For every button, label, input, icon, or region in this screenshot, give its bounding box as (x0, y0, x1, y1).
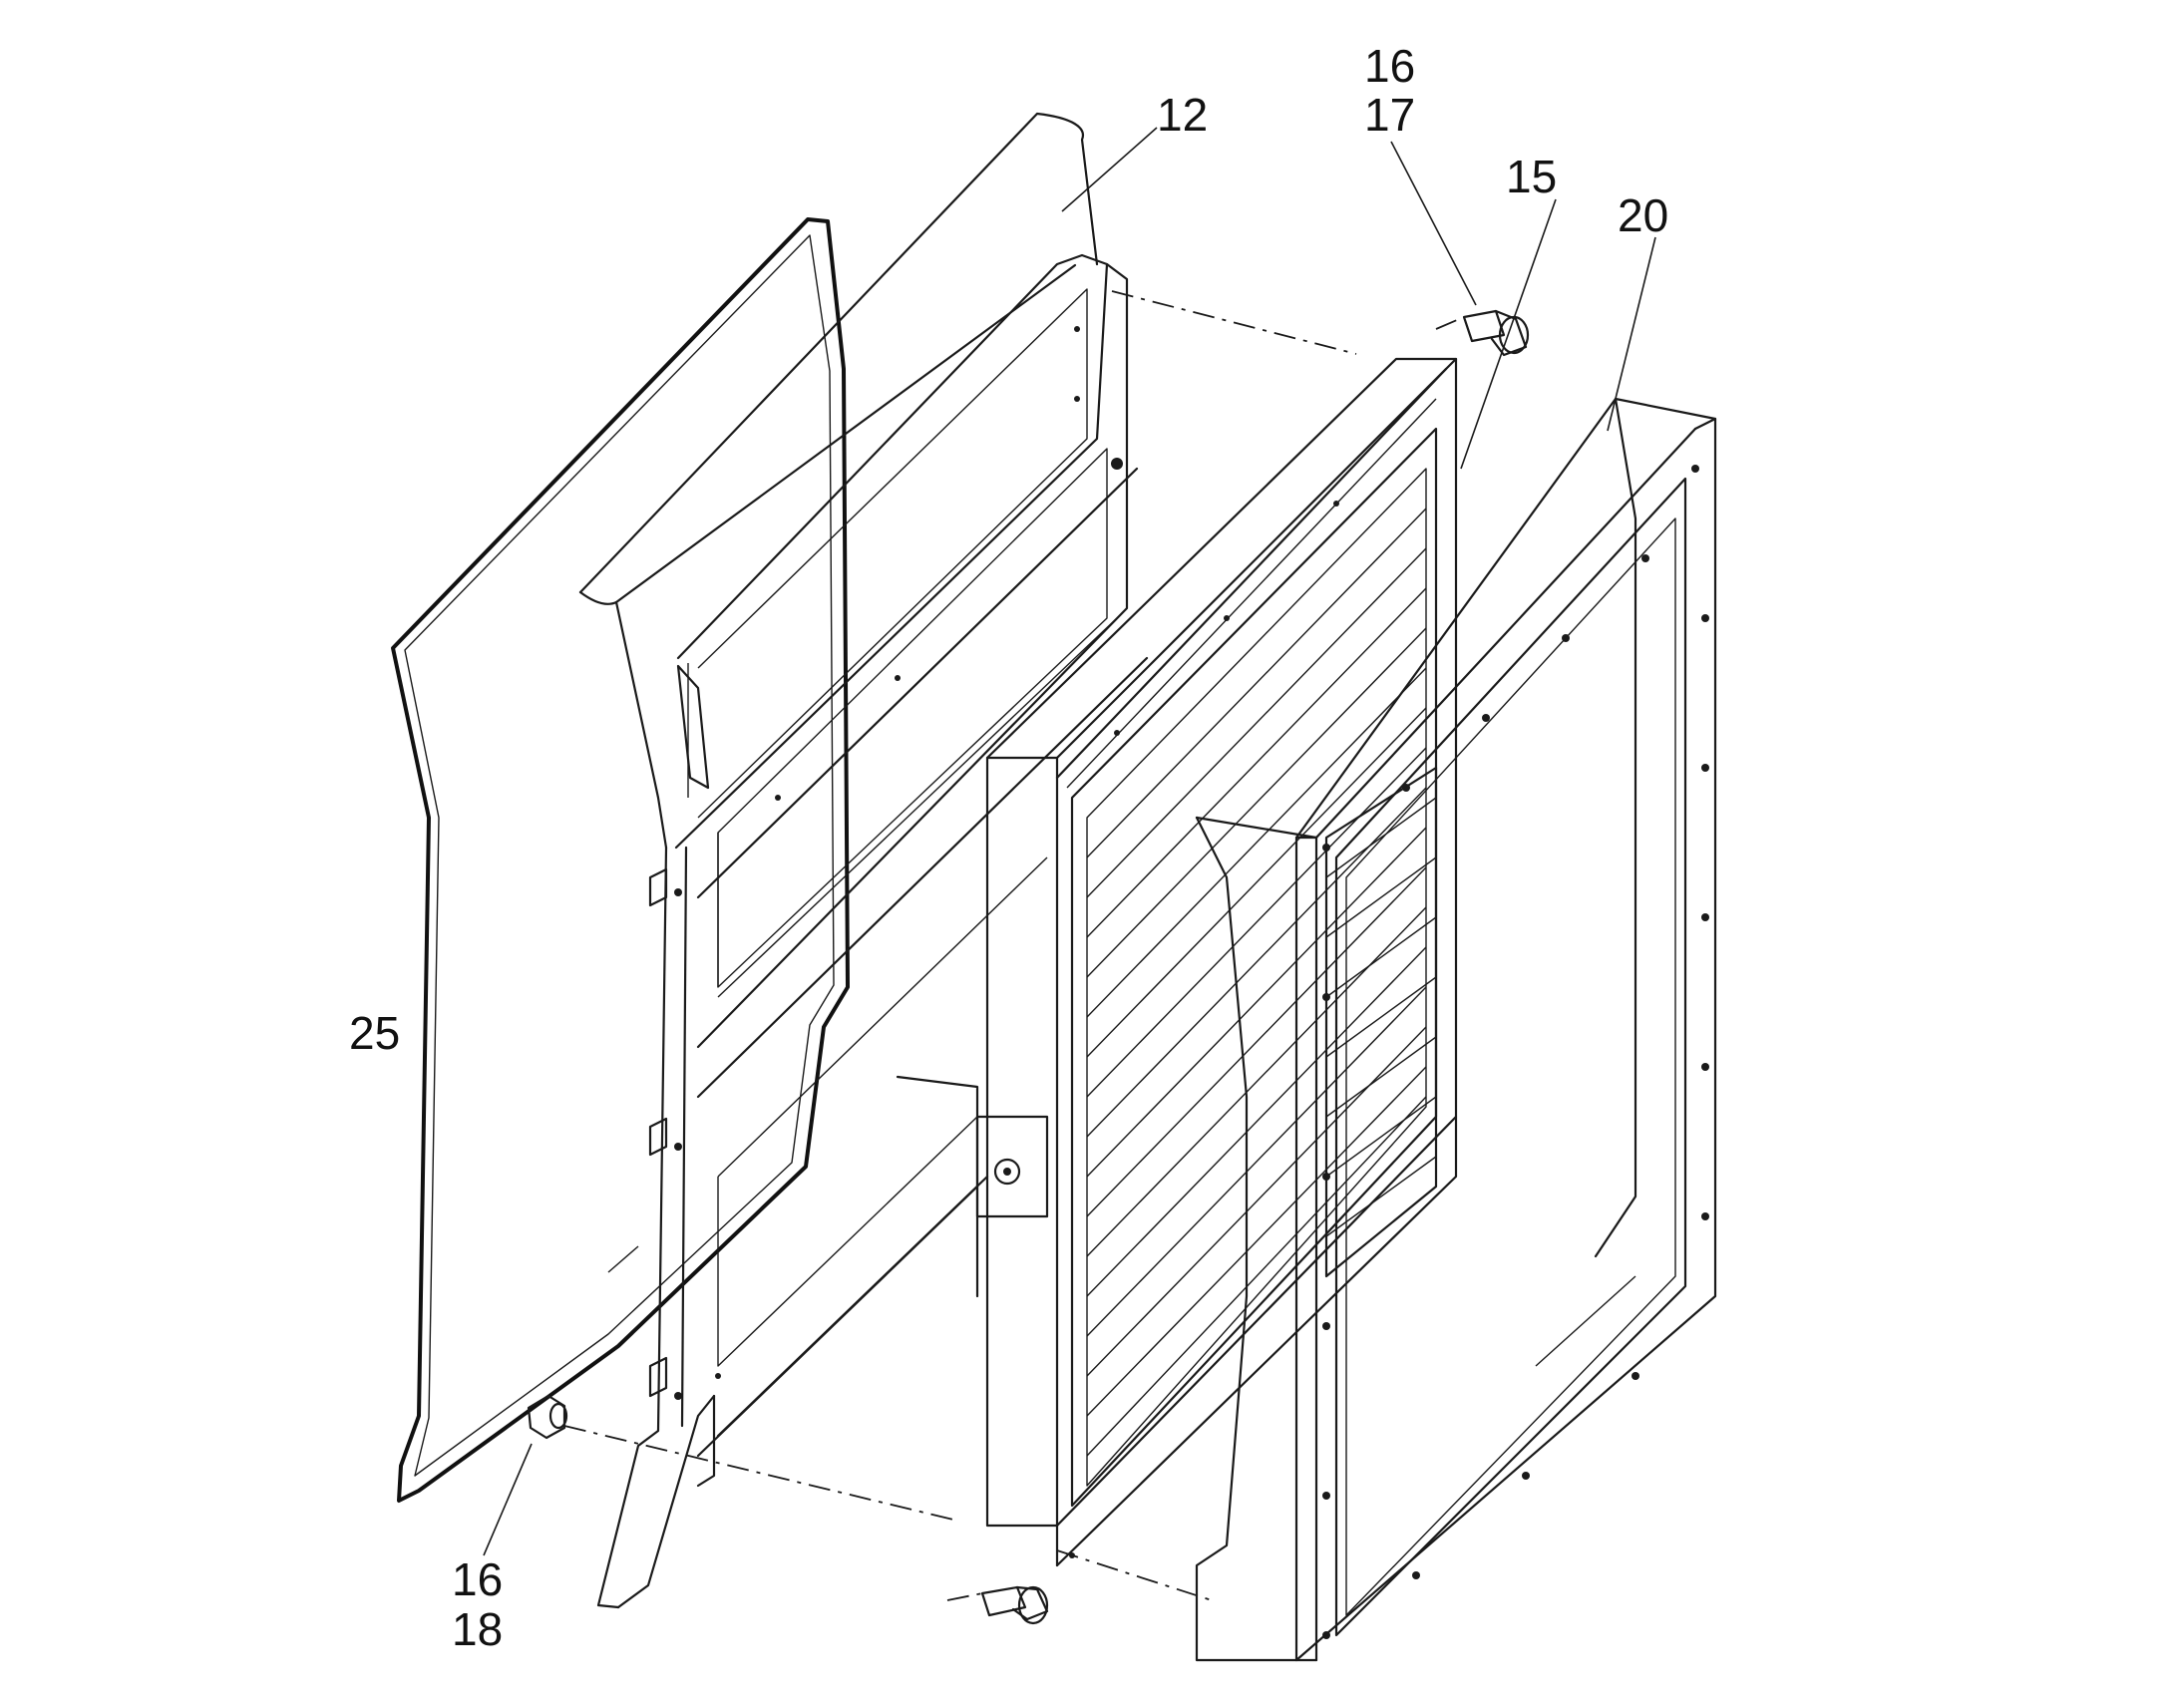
louvered-core-15 (975, 357, 1458, 1567)
bolt-bottom (980, 1585, 1049, 1625)
callout-16-bottom: 16 (452, 1553, 503, 1605)
callout-25: 25 (349, 1007, 400, 1059)
callout-12: 12 (1157, 89, 1208, 141)
louver-slats (1086, 508, 1427, 1457)
callout-15: 15 (1506, 151, 1557, 202)
front-housing-20 (1195, 397, 1717, 1662)
seal-gasket-25 (391, 217, 850, 1503)
shroud-12 (578, 112, 1149, 1609)
leader-lines (483, 127, 1656, 1556)
callout-17: 17 (1364, 89, 1415, 141)
callout-20: 20 (1618, 189, 1668, 241)
callout-18: 18 (452, 1603, 503, 1655)
bolt-top (1462, 309, 1530, 357)
nut-bottom (527, 1394, 568, 1440)
assembly-centerlines (563, 290, 1465, 1601)
housing-louvers (1325, 797, 1437, 1237)
callout-16-top: 16 (1364, 40, 1415, 92)
